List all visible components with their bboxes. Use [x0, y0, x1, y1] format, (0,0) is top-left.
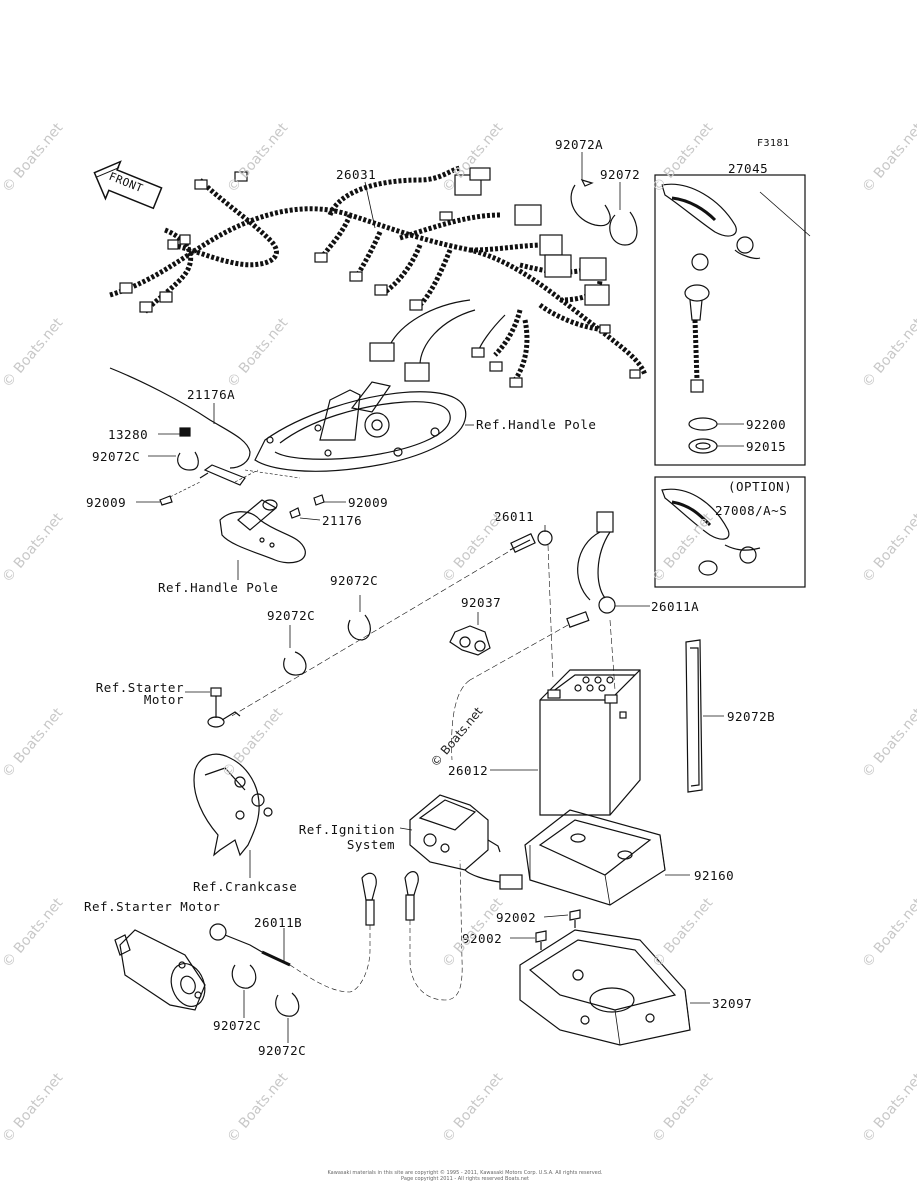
ignition-coil — [409, 794, 523, 890]
label-92009-a: 92009 — [86, 495, 127, 510]
label-92072C-a: 92072C — [92, 449, 141, 464]
label-ref-handle-pole-b: Ref.Handle Pole — [158, 580, 279, 595]
footer-copyright-2: Page copyright 2011 - All rights reserve… — [401, 1176, 529, 1182]
label-ref-starter-motor-b: Ref.Starter Motor — [84, 899, 221, 914]
label-26011B: 26011B — [254, 915, 303, 930]
label-26012: 26012 — [448, 763, 489, 778]
battery-26012 — [539, 669, 641, 816]
label-92072A: 92072A — [555, 137, 604, 152]
label-21176: 21176 — [322, 513, 363, 528]
label-26031: 26031 — [336, 167, 377, 182]
handle-pole-body — [254, 381, 467, 472]
bolt-92002-a — [569, 909, 581, 921]
option-label: (OPTION) — [728, 479, 793, 494]
label-92015: 92015 — [746, 439, 787, 454]
label-92002-b: 92002 — [462, 931, 503, 946]
label-ref-ignition-2: System — [346, 837, 395, 852]
label-ref-crankcase: Ref.Crankcase — [193, 879, 298, 894]
label-92200: 92200 — [746, 417, 787, 432]
label-92072: 92072 — [600, 167, 641, 182]
tray-92160 — [524, 809, 666, 906]
holder-92037 — [449, 625, 491, 656]
band-92072C — [177, 451, 199, 471]
label-92072C-d: 92072C — [213, 1018, 262, 1033]
label-92072C-b: 92072C — [330, 573, 379, 588]
cable-26011 — [229, 530, 553, 718]
option-switch-27008 — [661, 488, 761, 576]
clip-92072C-c — [283, 651, 307, 676]
label-92160: 92160 — [694, 868, 735, 883]
band-92072A — [570, 184, 611, 227]
label-ref-starter-motor-a2: Motor — [143, 692, 184, 707]
bracket — [203, 464, 246, 486]
label-ref-handle-pole-a: Ref.Handle Pole — [476, 417, 597, 432]
option-box — [654, 476, 806, 588]
label-32097: 32097 — [712, 996, 753, 1011]
label-21176A: 21176A — [187, 387, 236, 402]
clip-92072C-b — [347, 614, 371, 641]
label-ref-ignition-1: Ref.Ignition — [298, 822, 395, 837]
label-27045: 27045 — [728, 161, 769, 176]
label-92072B: 92072B — [727, 709, 776, 724]
ignition-switch-box — [654, 174, 806, 466]
band-92072 — [609, 211, 638, 246]
bolt-92002-b — [535, 930, 547, 943]
clip-13280 — [179, 427, 191, 437]
label-13280: 13280 — [108, 427, 149, 442]
label-26011: 26011 — [494, 509, 535, 524]
label-ref-starter-motor-a1: Ref.Starter — [95, 680, 184, 695]
label-26011A: 26011A — [651, 599, 700, 614]
battery-cover-32097 — [519, 929, 691, 1046]
figure-code: F3181 — [757, 138, 790, 149]
strap-92072B — [685, 639, 703, 793]
label-92002-a: 92002 — [496, 910, 537, 925]
label-92072C-e: 92072C — [258, 1043, 307, 1058]
wire-21176A — [109, 367, 251, 469]
crankcase-part — [193, 753, 273, 857]
starter-bolt — [210, 687, 222, 697]
front-arrow-icon — [93, 160, 163, 210]
bolt-21176 — [289, 507, 301, 519]
ignition-switch-27045 — [661, 183, 761, 454]
label-92072C-c: 92072C — [267, 608, 316, 623]
clip-92072C-e — [275, 992, 300, 1017]
bolt-92009-b — [313, 494, 325, 506]
clip-92072C-d — [231, 964, 257, 989]
starter-motor — [114, 929, 206, 1011]
label-92037: 92037 — [461, 595, 502, 610]
cable-26011A — [451, 511, 616, 761]
bolt-92009-a — [159, 495, 173, 506]
label-27008: 27008/A~S — [715, 503, 788, 518]
label-92009-b: 92009 — [348, 495, 389, 510]
harness-connectors — [119, 167, 641, 388]
lower-handle-pole — [219, 499, 306, 564]
footer-copyright: Kawasaki materials in this site are copy… — [327, 1170, 603, 1176]
spark-plug-leads — [361, 859, 463, 1001]
cable-26011B — [209, 923, 371, 993]
